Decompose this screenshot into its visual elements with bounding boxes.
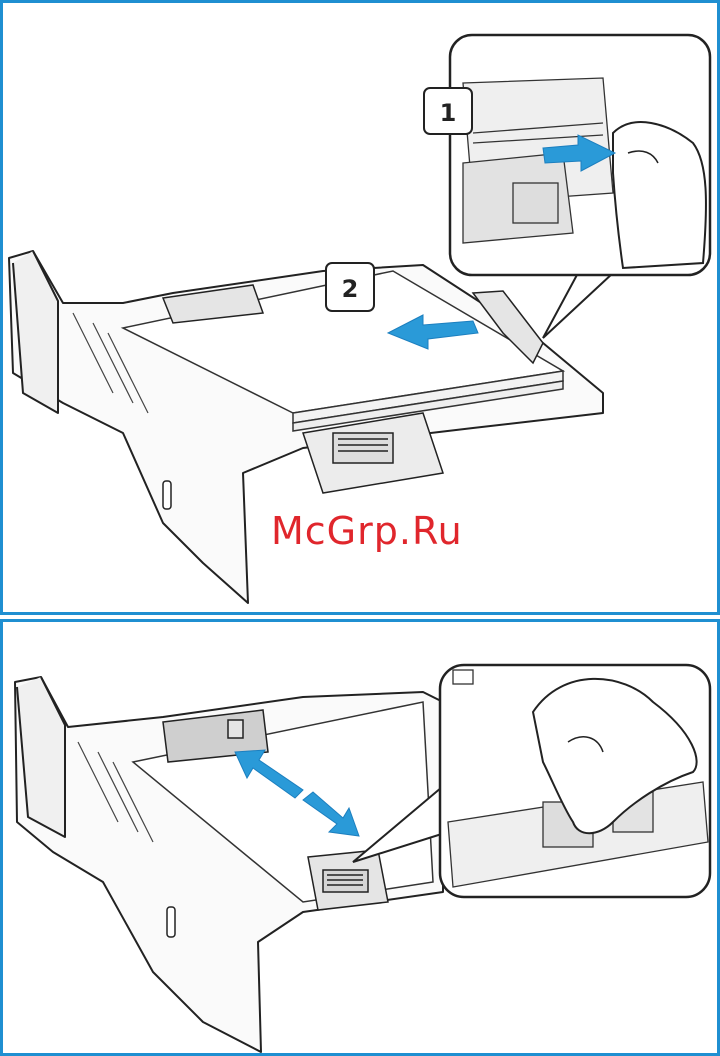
paper-guide-front bbox=[308, 850, 388, 910]
step-panel-bottom bbox=[0, 619, 720, 1056]
watermark: McGrp.Ru bbox=[271, 509, 463, 553]
tray-handle-slot bbox=[167, 907, 175, 937]
step-2-label: 2 bbox=[342, 275, 359, 303]
callout-pointer bbox=[543, 273, 613, 338]
tray-illustration-bottom bbox=[3, 622, 717, 1053]
step-1-label: 1 bbox=[440, 99, 457, 127]
hand-icon bbox=[613, 122, 706, 268]
tray-handle-slot bbox=[163, 481, 171, 509]
step-panel-top: 2 1 McGrp.Ru bbox=[0, 0, 720, 615]
